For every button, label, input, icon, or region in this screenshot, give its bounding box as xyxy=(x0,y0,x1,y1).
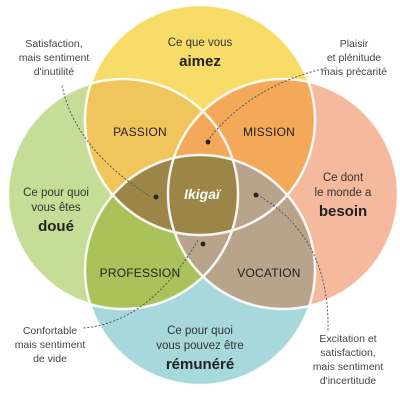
overlap-center xyxy=(85,155,238,235)
annotation-top-left-line2: mais sentiment xyxy=(19,52,90,64)
annotation-top-right-line2: et plénitude xyxy=(327,52,381,64)
annotation-bottom-left-line1: Confortable xyxy=(23,325,77,337)
doue-strong: doué xyxy=(38,218,74,235)
leader-line-mission xyxy=(207,67,327,141)
annotation-bottom-right-line2: satisfaction, xyxy=(320,347,375,359)
annotation-bottom-right-line3: mais sentiment xyxy=(313,361,384,373)
doue-line2: vous êtes xyxy=(31,202,80,214)
annotation-top-right-line1: Plaisir xyxy=(340,38,369,50)
annotation-bottom-left-line2: mais sentiment xyxy=(15,339,86,351)
besoin-line1: Ce dont xyxy=(323,172,364,184)
dot-passion xyxy=(153,194,159,200)
remunere-line1: Ce pour quoi xyxy=(167,325,233,337)
besoin-strong: besoin xyxy=(319,203,367,220)
annotation-top-right-line3: mais précarité xyxy=(321,66,387,78)
zone-profession: PROFESSION xyxy=(100,266,181,280)
zone-vocation: VOCATION xyxy=(237,266,300,280)
besoin-line2: le monde a xyxy=(315,187,373,199)
doue-line1: Ce pour quoi xyxy=(23,187,89,199)
aimez-strong: aimez xyxy=(179,53,221,70)
dot-vocation xyxy=(253,192,259,198)
annotation-top-left-line1: Satisfaction, xyxy=(25,38,82,50)
remunere-line2: vous pouvez être xyxy=(156,340,244,352)
zone-mission: MISSION xyxy=(243,125,295,139)
annotation-bottom-left-line3: de vide xyxy=(33,353,67,365)
annotation-bottom-right-line1: Excitation et xyxy=(319,333,376,345)
leader-line-passion xyxy=(61,85,151,197)
center-ikigai: Ikigaï xyxy=(184,186,222,202)
overlap-vocation xyxy=(168,155,315,309)
zone-passion: PASSION xyxy=(113,125,167,139)
dot-profession xyxy=(200,241,206,247)
annotation-top-left-line3: d'inutilité xyxy=(34,66,75,78)
leader-line-profession xyxy=(83,239,199,329)
annotation-bottom-right-line4: d'incertitude xyxy=(320,375,376,387)
aimez-line1: Ce que vous xyxy=(168,37,233,49)
remunere-strong: rémunéré xyxy=(166,356,234,373)
dot-mission xyxy=(205,139,211,145)
leader-line-vocation xyxy=(255,193,329,331)
